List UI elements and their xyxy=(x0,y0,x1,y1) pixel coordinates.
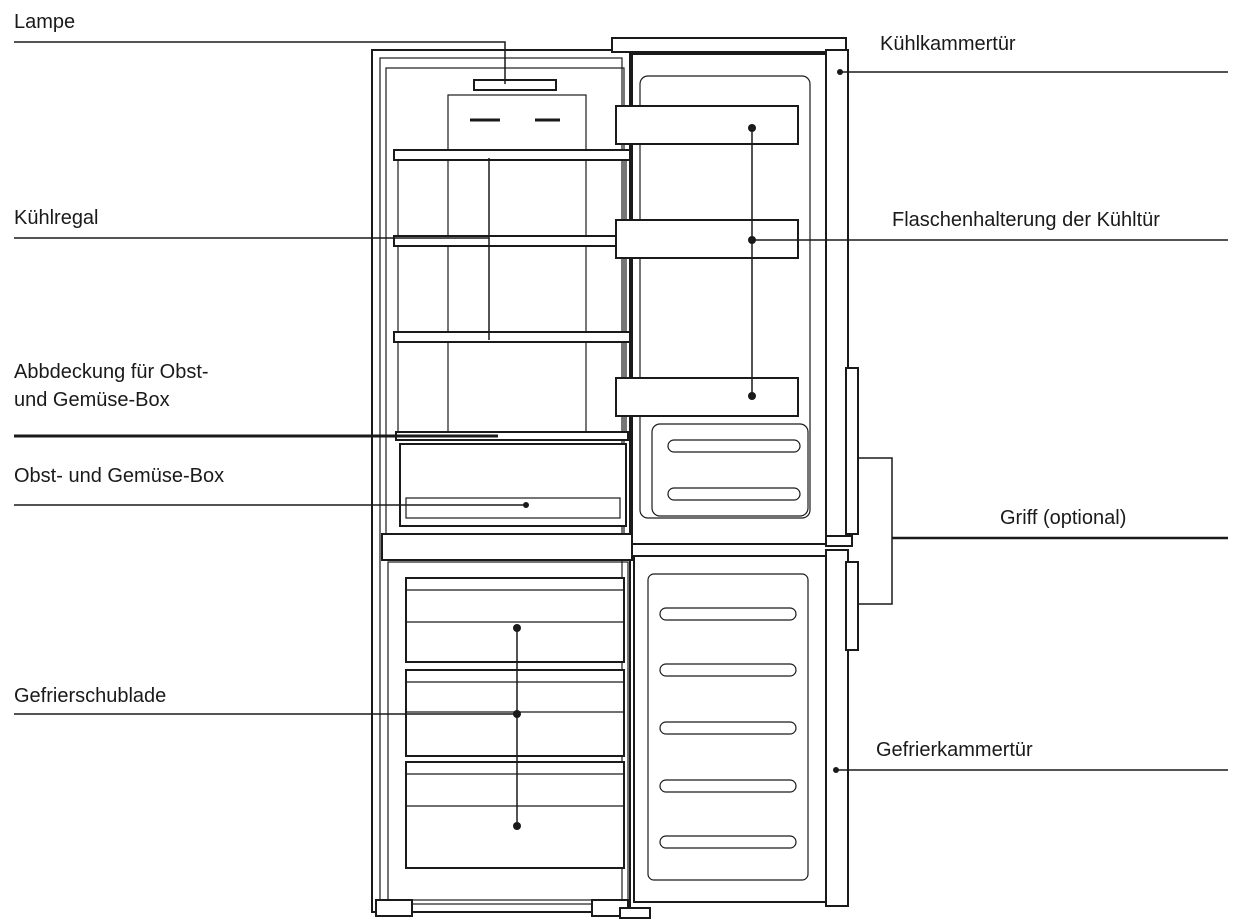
label-flaschenhalterung: Flaschenhalterung der Kühltür xyxy=(892,209,1160,231)
lamp xyxy=(473,79,557,91)
shelf-3 xyxy=(393,331,631,343)
label-abdeckung-line2: und Gemüse-Box xyxy=(14,389,170,411)
label-obst-box: Obst- und Gemüse-Box xyxy=(14,465,225,487)
fridge-door-liner xyxy=(639,75,811,519)
freezer-door-foot xyxy=(619,907,651,919)
cabinet-foot-left xyxy=(375,899,413,917)
top-hinge-cover xyxy=(611,37,847,53)
label-griff: Griff (optional) xyxy=(1000,507,1127,529)
freezer-handle xyxy=(845,561,859,651)
fridge-shelves xyxy=(393,149,631,432)
freezer-door-ribs xyxy=(659,607,797,849)
door-rack-2 xyxy=(615,219,799,259)
label-gefrierschublade: Gefrierschublade xyxy=(14,685,167,707)
crisper-box-front xyxy=(405,497,621,519)
freezer-liner xyxy=(387,561,629,901)
label-kuehlregal: Kühlregal xyxy=(14,207,99,229)
leader-griff-bracket xyxy=(858,457,893,605)
freezer-door-edge xyxy=(825,549,849,907)
label-gefrierkammertuer: Gefrierkammertür xyxy=(876,739,1033,761)
leader-lines xyxy=(14,41,1228,773)
compartment-divider xyxy=(381,533,633,561)
freezer-drawers xyxy=(405,577,625,869)
freezer-door-liner xyxy=(647,573,809,881)
shelf-1 xyxy=(393,149,631,161)
fridge-handle xyxy=(845,367,859,535)
door-lower-bin xyxy=(651,423,809,517)
label-abdeckung-line1: Abbdeckung für Obst- xyxy=(14,361,209,383)
freezer-drawer-3 xyxy=(405,761,625,869)
door-rack-1 xyxy=(615,105,799,145)
label-kuehlkammertuer: Kühlkammertür xyxy=(880,33,1016,55)
fridge-door-edge xyxy=(825,49,849,547)
door-bottle-racks xyxy=(615,105,799,417)
freezer-drawer-1 xyxy=(405,577,625,663)
middle-hinge xyxy=(825,535,853,547)
label-lampe: Lampe xyxy=(14,11,76,33)
leader-lampe xyxy=(14,41,506,84)
door-rack-3 xyxy=(615,377,799,417)
crisper-box xyxy=(399,443,627,527)
